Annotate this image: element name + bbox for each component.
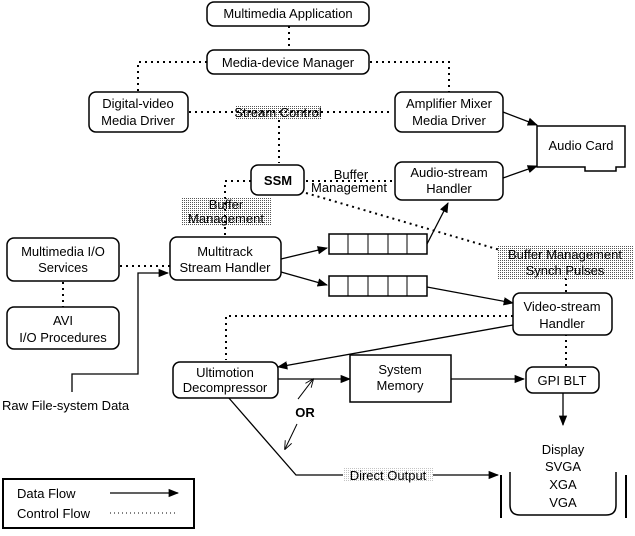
label-dvmd-2: Media Driver bbox=[101, 113, 175, 128]
box-video-stream-handler bbox=[512, 292, 613, 336]
box-audio-stream-handler bbox=[394, 161, 504, 201]
flow-msh-buf1 bbox=[280, 246, 329, 260]
stream-control-hatch bbox=[235, 105, 321, 120]
box-multimedia-io bbox=[6, 237, 120, 282]
label-svga: SVGA bbox=[545, 459, 581, 474]
label-display: Display bbox=[542, 442, 585, 457]
label-sync-1: Buffer Management bbox=[508, 247, 622, 262]
label-amd-2: Media Driver bbox=[412, 113, 486, 128]
ctrl-mdm-dvmd bbox=[137, 61, 207, 92]
label-buffer-2: Buffer bbox=[334, 167, 369, 182]
legend-box bbox=[2, 478, 195, 529]
control-lines bbox=[62, 26, 567, 366]
label-vsh-1: Video-stream bbox=[523, 299, 600, 314]
box-multitrack-handler bbox=[169, 236, 282, 281]
legend-data-flow: Data Flow bbox=[17, 486, 76, 501]
flow-ash-card bbox=[502, 165, 538, 179]
label-stream-control: Stream Control bbox=[234, 105, 322, 120]
label-ud-2: Decompressor bbox=[183, 380, 268, 395]
box-ssm bbox=[250, 164, 305, 196]
label-ud-1: Ultimotion bbox=[196, 365, 254, 380]
label-msh-1: Multitrack bbox=[197, 244, 253, 259]
label-xga: XGA bbox=[549, 477, 577, 492]
box-display bbox=[509, 472, 617, 516]
or-arrow-down bbox=[285, 423, 298, 449]
label-audio-card: Audio Card bbox=[548, 138, 613, 153]
flow-amd-card bbox=[502, 111, 538, 126]
label-gpi: GPI BLT bbox=[538, 373, 587, 388]
box-system-memory bbox=[349, 354, 452, 403]
flow-vsh-ud bbox=[276, 324, 514, 370]
legend-control-flow: Control Flow bbox=[17, 506, 91, 521]
label-sysmem-1: System bbox=[378, 362, 421, 377]
label-avi-2: I/O Procedures bbox=[19, 330, 107, 345]
direct-output-hatch bbox=[343, 468, 433, 482]
box-avi-io bbox=[6, 306, 120, 350]
flow-raw-msh bbox=[71, 268, 170, 392]
legend: Data Flow Control Flow bbox=[2, 478, 195, 529]
label-amd-1: Amplifier Mixer bbox=[406, 96, 493, 111]
box-audio-card bbox=[536, 125, 626, 172]
label-raw-data: Raw File-system Data bbox=[2, 398, 130, 413]
label-or: OR bbox=[295, 405, 315, 420]
box-amplifier-mixer-driver bbox=[394, 91, 504, 133]
flow-buf2-vsh bbox=[426, 286, 515, 306]
label-ash-2: Handler bbox=[426, 181, 472, 196]
ctrl-ssm-sync bbox=[305, 192, 501, 251]
box-media-device-manager bbox=[206, 49, 370, 75]
audio-buffer-queue bbox=[328, 233, 428, 255]
label-avi-1: AVI bbox=[53, 313, 73, 328]
label-vga: VGA bbox=[549, 495, 577, 510]
video-buffer-queue bbox=[328, 275, 428, 297]
flow-buf1-ash bbox=[426, 202, 449, 245]
label-vsh-2: Handler bbox=[539, 316, 585, 331]
flow-direct-output bbox=[227, 396, 500, 480]
box-ultimotion bbox=[172, 361, 279, 399]
label-sysmem-2: Memory bbox=[377, 378, 424, 393]
sync-hatch bbox=[497, 245, 634, 279]
label-mdm: Media-device Manager bbox=[222, 55, 355, 70]
box-digital-video-driver bbox=[88, 91, 189, 133]
label-management-2: Management bbox=[311, 180, 387, 195]
ctrl-vsh-ud bbox=[225, 315, 513, 360]
ctrl-ssm-msh bbox=[224, 180, 251, 237]
flow-msh-buf2 bbox=[280, 271, 329, 287]
label-ash-1: Audio-stream bbox=[410, 165, 487, 180]
label-dvmd-1: Digital-video bbox=[102, 96, 174, 111]
ctrl-mdm-amd bbox=[370, 61, 450, 92]
box-multimedia-application bbox=[206, 1, 370, 27]
buffer-mgmt-hatch bbox=[181, 197, 271, 226]
label-mio-1: Multimedia I/O bbox=[21, 244, 105, 259]
label-buffer-1: Buffer bbox=[209, 197, 244, 212]
label-direct-output: Direct Output bbox=[350, 468, 427, 483]
or-arrow-up bbox=[297, 379, 313, 400]
label-sync-2: Synch Pulses bbox=[526, 263, 605, 278]
label-ssm: SSM bbox=[264, 173, 292, 188]
label-app: Multimedia Application bbox=[223, 6, 352, 21]
label-management-1: Management bbox=[188, 211, 264, 226]
label-msh-2: Stream Handler bbox=[179, 260, 271, 275]
box-gpi-blt bbox=[525, 366, 600, 394]
label-mio-2: Services bbox=[38, 260, 88, 275]
